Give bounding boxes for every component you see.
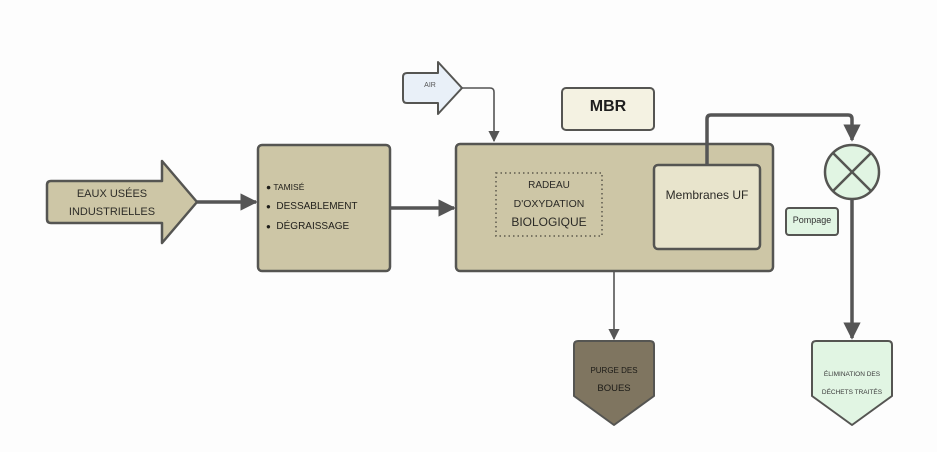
raft-line-3: BIOLOGIQUE [511,215,587,229]
input-line-2: INDUSTRIELLES [68,206,156,218]
pumping-label-box [785,207,839,236]
pumping-label: Pompage [792,215,832,225]
uf-membranes-box[interactable] [652,163,762,251]
raft-line-1: RADEAU [528,180,570,191]
disposal-line-2: DÉCHETS TRAITÉS [821,389,883,396]
purge-line-2: BOUES [597,383,631,394]
connector-membranes-to-pump [705,113,861,165]
treated-disposal-shape[interactable] [811,340,893,426]
pretreatment-item-dessablement: ● DESSABLEMENT [266,201,358,212]
input-wastewater-label: EAUX USÉES INDUSTRIELLES [62,185,162,221]
uf-membranes-label: Membranes UF [665,188,749,202]
input-wastewater-arrow-shape [45,159,199,245]
purge-line-1: PURGE DES [590,366,638,375]
pretreatment-item-degraissage: ● DÉGRAISSAGE [266,221,350,232]
input-line-1: EAUX USÉES [76,188,148,200]
oxidation-raft-box[interactable] [495,172,603,237]
raft-line-2: D'OXYDATION [513,198,585,210]
oxidation-raft-label: RADEAU D'OXYDATION BIOLOGIQUE [496,177,602,231]
sludge-purge-label: PURGE DES BOUES [574,362,654,398]
disposal-line-1: ÉLIMINATION DES [823,371,881,378]
bullet-icon: ● [266,202,271,211]
pretreatment-list: ● TAMISÉ ● DESSABLEMENT ● DÉGRAISSAGE [266,177,386,237]
pump-valve-icon[interactable] [823,143,881,201]
air-label: AIR [424,82,436,89]
mbr-badge-title: MBR [589,98,627,115]
mbr-badge-box [561,87,655,131]
sludge-purge-shape[interactable] [573,340,655,426]
bullet-icon: ● [266,222,271,231]
pretreatment-item-tamise: ● TAMISÉ [266,182,305,192]
connector-air-to-bioreactor [462,87,500,143]
treated-disposal-label: ÉLIMINATION DES DÉCHETS TRAITÉS [812,366,892,402]
air-arrow-shape [402,61,463,115]
bullet-icon: ● [266,182,272,192]
